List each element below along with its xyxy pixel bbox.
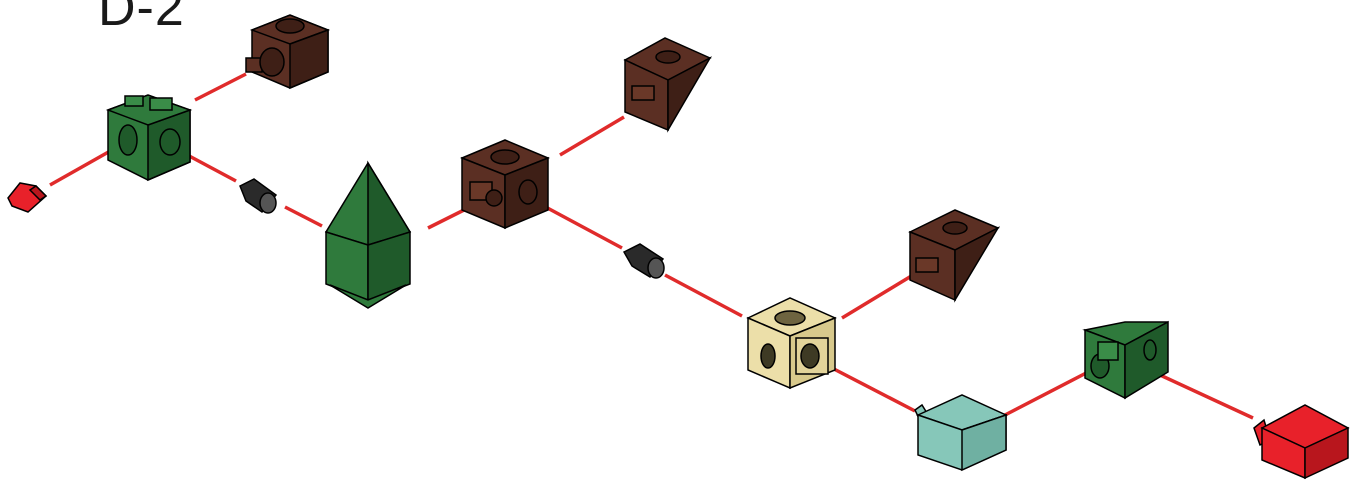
black-connector-1 (239, 178, 278, 214)
red-cap-left (7, 182, 48, 213)
brown-wedge-right (908, 209, 1000, 303)
guide-lines (49, 72, 1254, 420)
black-connector-2 (622, 243, 665, 279)
red-roof-block (1253, 404, 1350, 480)
guide-line (831, 366, 916, 413)
guide-line (194, 72, 247, 102)
guide-line (1159, 373, 1254, 420)
guide-line (559, 115, 625, 157)
brown-wedge-top (623, 37, 712, 133)
guide-line (841, 273, 914, 320)
guide-line (539, 202, 623, 250)
step-label: D-2 (98, 0, 185, 37)
guide-line (49, 148, 113, 187)
cream-hub-cube (746, 297, 837, 390)
teal-roof-block (914, 394, 1009, 472)
guide-line (1004, 369, 1091, 417)
green-wedge-cube (1082, 320, 1169, 400)
brown-round-cube-top (245, 14, 331, 90)
guide-line (664, 273, 743, 318)
green-diamond-spindle (324, 160, 412, 309)
green-hub-cube (105, 94, 193, 182)
guide-line (284, 205, 323, 228)
brown-cube-center (460, 139, 550, 230)
